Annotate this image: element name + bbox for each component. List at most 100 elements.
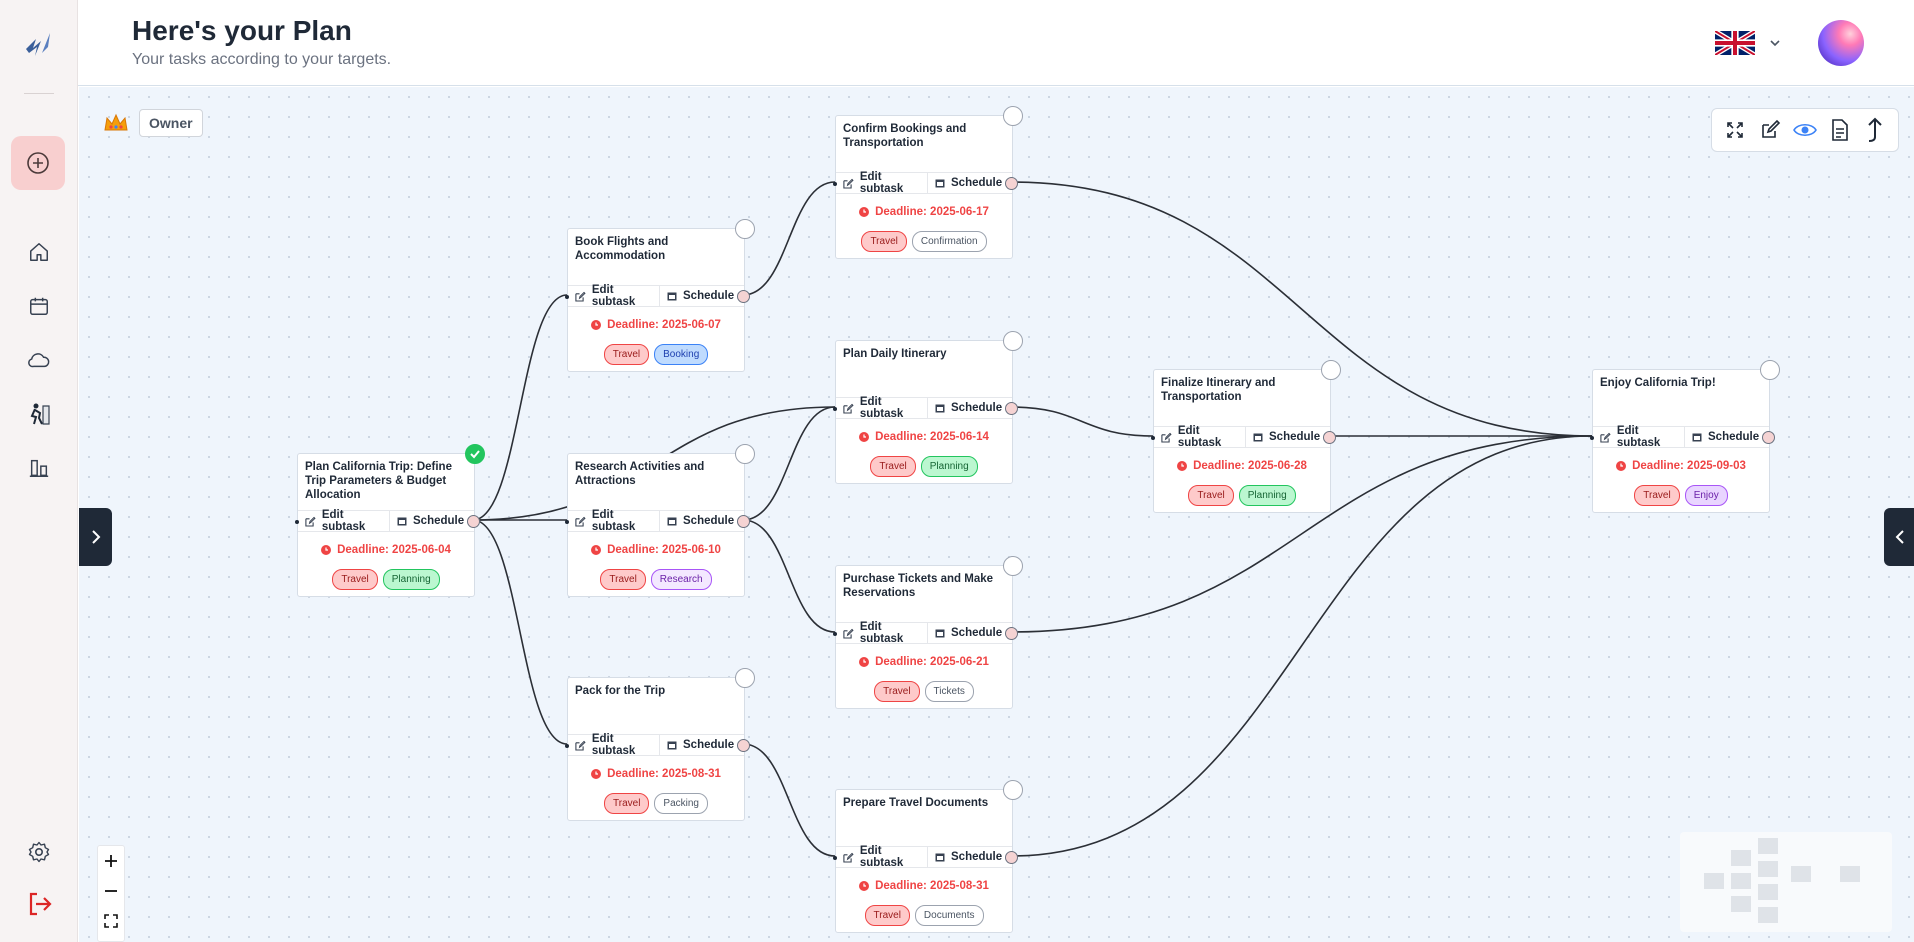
edit-subtask-button[interactable]: Edit subtask bbox=[568, 284, 660, 308]
chevron-left-icon bbox=[1895, 530, 1904, 544]
sidebar-item-home[interactable] bbox=[0, 238, 78, 266]
sidebar-item-calendar[interactable] bbox=[0, 292, 78, 320]
target-handle[interactable] bbox=[833, 407, 837, 411]
task-node[interactable]: Finalize Itinerary and Transportation Ed… bbox=[1151, 360, 1341, 513]
clock-icon bbox=[591, 545, 602, 555]
chevron-down-icon[interactable] bbox=[1768, 36, 1782, 50]
task-node[interactable]: Pack for the Trip Edit subtask Schedule … bbox=[565, 668, 755, 821]
edit-subtask-button[interactable]: Edit subtask bbox=[836, 396, 928, 420]
task-node[interactable]: Book Flights and Accommodation Edit subt… bbox=[565, 219, 755, 372]
schedule-button[interactable]: Schedule bbox=[1685, 427, 1759, 447]
task-node[interactable]: Prepare Travel Documents Edit subtask Sc… bbox=[833, 780, 1023, 933]
schedule-button[interactable]: Schedule bbox=[660, 511, 734, 531]
edit-subtask-button[interactable]: Edit subtask bbox=[1154, 425, 1246, 449]
edit-subtask-button[interactable]: Edit subtask bbox=[568, 509, 660, 533]
tag-badge: Enjoy bbox=[1684, 485, 1728, 506]
task-title: Purchase Tickets and Make Reservations bbox=[843, 573, 993, 599]
plan-canvas[interactable]: Owner Plan California Trip: Define Trip … bbox=[79, 87, 1914, 942]
tag-badge: Research bbox=[650, 569, 712, 590]
edit-subtask-button[interactable]: Edit subtask bbox=[568, 733, 660, 757]
source-handle[interactable] bbox=[1323, 431, 1336, 444]
task-node[interactable]: Purchase Tickets and Make Reservations E… bbox=[833, 556, 1023, 709]
source-handle[interactable] bbox=[1005, 627, 1018, 640]
source-handle[interactable] bbox=[737, 739, 750, 752]
minimap[interactable] bbox=[1680, 832, 1892, 932]
source-handle[interactable] bbox=[1005, 851, 1018, 864]
schedule-button[interactable]: Schedule bbox=[928, 623, 1002, 643]
tag-badge: Tickets bbox=[924, 681, 974, 702]
status-toggle[interactable] bbox=[1003, 331, 1023, 351]
fullscreen-button[interactable] bbox=[1721, 116, 1749, 144]
zoom-in-button[interactable] bbox=[98, 846, 124, 876]
status-toggle[interactable] bbox=[735, 219, 755, 239]
expand-right-panel-button[interactable] bbox=[1884, 508, 1914, 566]
clock-icon bbox=[1616, 461, 1627, 471]
document-button[interactable] bbox=[1826, 116, 1854, 144]
schedule-button[interactable]: Schedule bbox=[390, 511, 464, 531]
task-node[interactable]: Confirm Bookings and Transportation Edit… bbox=[833, 106, 1023, 259]
source-handle[interactable] bbox=[1005, 402, 1018, 415]
task-node[interactable]: Research Activities and Attractions Edit… bbox=[565, 444, 755, 597]
sidebar-item-stats[interactable] bbox=[0, 454, 78, 482]
edit-subtask-button[interactable]: Edit subtask bbox=[836, 621, 928, 645]
tag-badge: Travel bbox=[870, 456, 916, 477]
view-button[interactable] bbox=[1791, 116, 1819, 144]
schedule-button[interactable]: Schedule bbox=[928, 173, 1002, 193]
target-handle[interactable] bbox=[1590, 436, 1594, 440]
tag-badge: Planning bbox=[1238, 485, 1296, 506]
target-handle[interactable] bbox=[295, 520, 299, 524]
edit-subtask-button[interactable]: Edit subtask bbox=[836, 845, 928, 869]
schedule-button[interactable]: Schedule bbox=[928, 847, 1002, 867]
status-toggle[interactable] bbox=[1760, 360, 1780, 380]
target-handle[interactable] bbox=[565, 520, 569, 524]
user-avatar[interactable] bbox=[1818, 20, 1864, 66]
uk-flag-icon[interactable] bbox=[1715, 31, 1755, 55]
edit-subtask-button[interactable]: Edit subtask bbox=[1593, 425, 1685, 449]
minimap-node bbox=[1731, 873, 1751, 889]
task-node[interactable]: Plan Daily Itinerary Edit subtask Schedu… bbox=[833, 331, 1023, 484]
status-toggle[interactable] bbox=[1321, 360, 1341, 380]
source-handle[interactable] bbox=[1762, 431, 1775, 444]
target-handle[interactable] bbox=[1151, 436, 1155, 440]
completed-check-icon[interactable] bbox=[465, 444, 485, 464]
source-handle[interactable] bbox=[737, 290, 750, 303]
schedule-button[interactable]: Schedule bbox=[660, 735, 734, 755]
sidebar-item-goals[interactable] bbox=[0, 400, 78, 428]
target-handle[interactable] bbox=[565, 744, 569, 748]
app-logo-icon[interactable] bbox=[0, 26, 78, 66]
status-toggle[interactable] bbox=[1003, 780, 1023, 800]
edit-plan-button[interactable] bbox=[1756, 116, 1784, 144]
deadline-text: Deadline: 2025-09-03 bbox=[1632, 460, 1746, 472]
schedule-button[interactable]: Schedule bbox=[1246, 427, 1320, 447]
edit-icon bbox=[305, 516, 316, 527]
add-plan-button[interactable] bbox=[11, 136, 65, 190]
source-handle[interactable] bbox=[737, 515, 750, 528]
target-handle[interactable] bbox=[565, 295, 569, 299]
status-toggle[interactable] bbox=[1003, 556, 1023, 576]
expand-left-panel-button[interactable] bbox=[79, 508, 112, 566]
schedule-button[interactable]: Schedule bbox=[660, 286, 734, 306]
edit-subtask-label: Edit subtask bbox=[1177, 425, 1222, 449]
zoom-out-button[interactable] bbox=[98, 876, 124, 906]
status-toggle[interactable] bbox=[1003, 106, 1023, 126]
edit-subtask-button[interactable]: Edit subtask bbox=[298, 509, 390, 533]
sidebar-item-cloud[interactable] bbox=[0, 346, 78, 374]
source-handle[interactable] bbox=[1005, 177, 1018, 190]
target-handle[interactable] bbox=[833, 856, 837, 860]
source-handle[interactable] bbox=[467, 515, 480, 528]
status-toggle[interactable] bbox=[735, 668, 755, 688]
target-handle[interactable] bbox=[833, 182, 837, 186]
schedule-label: Schedule bbox=[683, 290, 735, 302]
edit-subtask-button[interactable]: Edit subtask bbox=[836, 171, 928, 195]
sidebar-item-settings[interactable] bbox=[0, 838, 78, 866]
task-node[interactable]: Plan California Trip: Define Trip Parame… bbox=[295, 444, 485, 597]
task-actions: Edit subtask Schedule bbox=[836, 171, 1012, 195]
target-handle[interactable] bbox=[833, 632, 837, 636]
share-button[interactable] bbox=[1861, 116, 1889, 144]
status-toggle[interactable] bbox=[735, 444, 755, 464]
task-node[interactable]: Enjoy California Trip! Edit subtask Sche… bbox=[1590, 360, 1780, 513]
sidebar-item-logout[interactable] bbox=[0, 888, 78, 920]
fit-view-button[interactable] bbox=[98, 906, 124, 936]
schedule-button[interactable]: Schedule bbox=[928, 398, 1002, 418]
owner-indicator: Owner bbox=[103, 109, 203, 137]
